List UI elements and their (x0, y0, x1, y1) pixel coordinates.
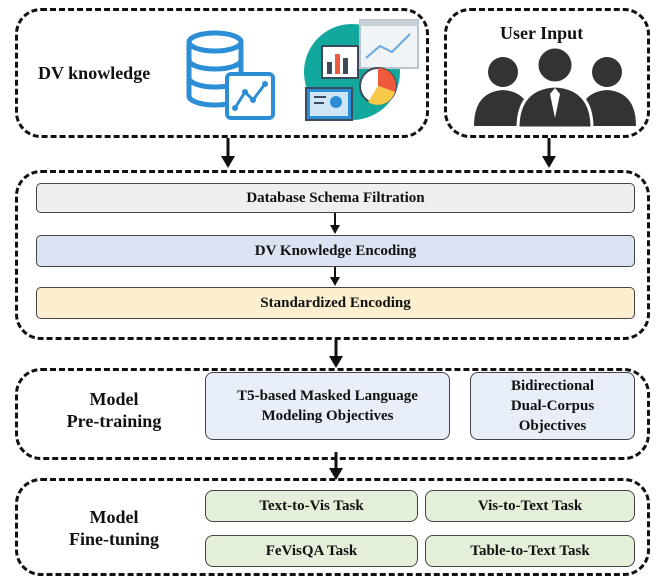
arrow-pretraining-to-finetuning (329, 452, 343, 480)
finetuning-label-line1: Model (89, 507, 139, 527)
t5-mlm-line2: Modeling Objectives (261, 408, 394, 424)
pretraining-label-line2: Pre-training (66, 411, 162, 431)
vis-to-text-label: Vis-to-Text Task (477, 497, 583, 514)
fevisqa-task: FeVisQA Task (205, 535, 418, 567)
charts-icon (304, 19, 419, 121)
bidirectional-line2: Dual-Corpus (510, 398, 595, 414)
standardized-encoding-label: Standardized Encoding (260, 294, 411, 311)
arrow-filtration-to-dv (330, 213, 340, 234)
bidirectional-line3: Objectives (518, 418, 587, 434)
vis-to-text-task: Vis-to-Text Task (425, 490, 635, 522)
arrow-user-to-encoding (542, 138, 556, 168)
fevisqa-label: FeVisQA Task (265, 542, 358, 559)
user-input-group (444, 8, 650, 138)
arrow-dv-to-standardized (330, 267, 340, 286)
arrow-encoding-to-pretraining (329, 340, 343, 368)
text-to-vis-label: Text-to-Vis Task (259, 497, 364, 514)
bidirectional-line1: Bidirectional (510, 378, 595, 394)
finetuning-label: Model Fine-tuning (44, 506, 184, 550)
encoding-group (15, 170, 650, 340)
text-to-vis-task: Text-to-Vis Task (205, 490, 418, 522)
bidirectional-objectives-box: Bidirectional Dual-Corpus Objectives (470, 372, 635, 440)
users-icon (474, 48, 636, 128)
database-icon (186, 30, 275, 120)
schema-filtration-label: Database Schema Filtration (246, 189, 425, 206)
finetuning-label-line2: Fine-tuning (68, 529, 160, 549)
schema-filtration-step: Database Schema Filtration (36, 183, 635, 213)
dv-knowledge-group (15, 8, 429, 138)
pretraining-group (15, 368, 650, 460)
t5-mlm-objectives-box: T5-based Masked Language Modeling Object… (205, 372, 450, 440)
pretraining-label: Model Pre-training (44, 388, 184, 432)
finetuning-group (15, 478, 650, 576)
standardized-encoding-step: Standardized Encoding (36, 287, 635, 319)
t5-mlm-line1: T5-based Masked Language (237, 388, 418, 404)
table-to-text-task: Table-to-Text Task (425, 535, 635, 567)
table-to-text-label: Table-to-Text Task (470, 542, 590, 559)
arrow-dv-to-encoding (221, 138, 235, 168)
dv-knowledge-encoding-step: DV Knowledge Encoding (36, 235, 635, 267)
dv-knowledge-label: DV knowledge (38, 63, 151, 83)
dv-knowledge-encoding-label: DV Knowledge Encoding (254, 242, 417, 259)
user-input-label: User Input (500, 23, 584, 43)
pretraining-label-line1: Model (89, 389, 139, 409)
